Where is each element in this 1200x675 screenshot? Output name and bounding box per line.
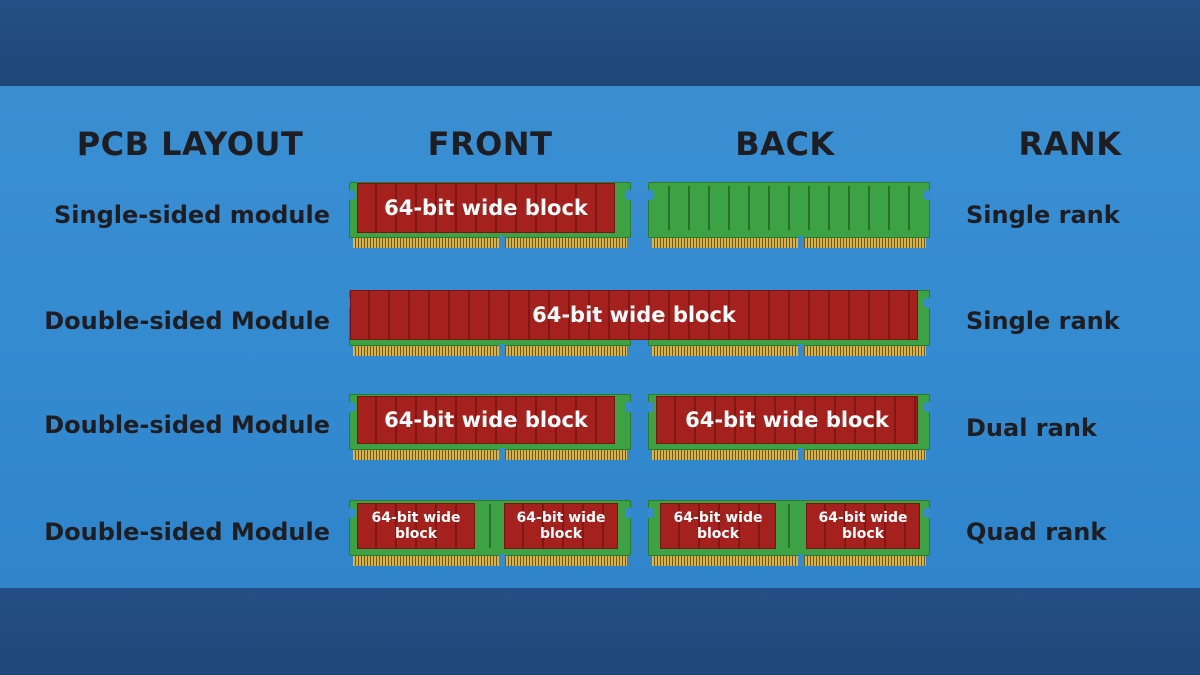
row-1-rank-label: Single rank (966, 201, 1120, 229)
row-3-rank-label: Dual rank (966, 414, 1097, 442)
row-2-layout-label: Double-sided Module (44, 307, 330, 335)
row-4-back-block-2: 64-bit wide block (806, 503, 920, 549)
top-band (0, 0, 1200, 86)
row-2-rank-label: Single rank (966, 307, 1120, 335)
header-back: BACK (735, 125, 835, 163)
row-1-front-block: 64-bit wide block (357, 183, 615, 233)
bottom-band (0, 588, 1200, 675)
row-3-layout-label: Double-sided Module (44, 411, 330, 439)
header-pcb-layout: PCB LAYOUT (76, 125, 304, 163)
row-2-spanning-block: 64-bit wide block (350, 290, 918, 340)
row-4-front-block-2: 64-bit wide block (504, 503, 618, 549)
row-3-front-block: 64-bit wide block (357, 396, 615, 444)
header-front: FRONT (427, 125, 553, 163)
row-4-front-block-1: 64-bit wide block (357, 503, 475, 549)
row-4-back-block-1: 64-bit wide block (660, 503, 776, 549)
row-4-layout-label: Double-sided Module (44, 518, 330, 546)
row-1-back-module (648, 182, 930, 248)
row-3-back-block: 64-bit wide block (656, 396, 918, 444)
header-rank: RANK (1018, 125, 1122, 163)
row-4-rank-label: Quad rank (966, 518, 1107, 546)
row-1-layout-label: Single-sided module (53, 201, 330, 229)
